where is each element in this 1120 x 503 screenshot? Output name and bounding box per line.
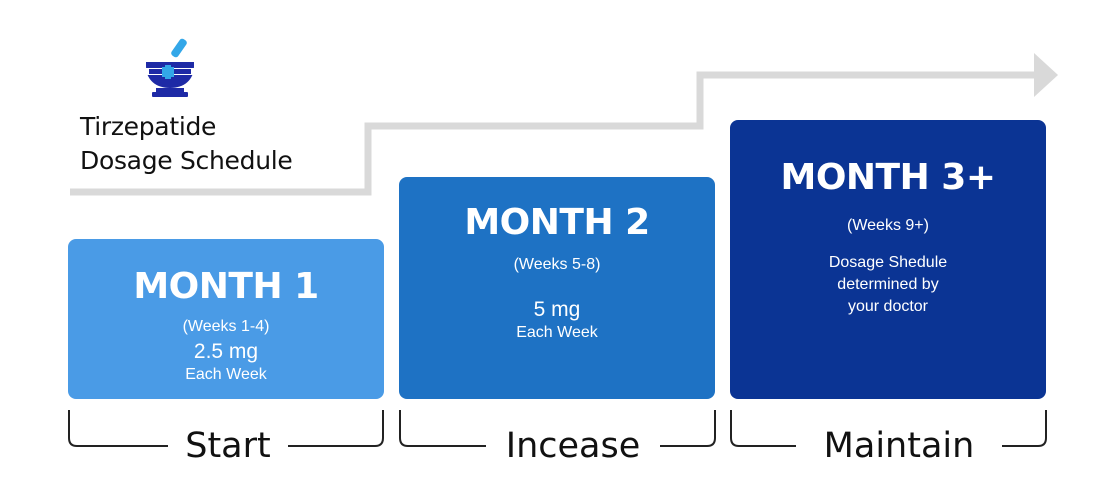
mortar-and-pestle-with-cross-icon: [146, 38, 194, 97]
title-line-2: Dosage Schedule: [80, 146, 293, 175]
phase-label-increase: Incease: [486, 424, 660, 468]
month-2-label: MONTH 2: [464, 202, 650, 243]
chart-title: Tirzepatide Dosage Schedule: [80, 110, 293, 178]
month-1-weeks: (Weeks 1-4): [182, 318, 270, 335]
month-3-note-line-2: determined by: [837, 276, 939, 293]
month-2-dose: 5 mg: [533, 298, 581, 321]
month-3-card: MONTH 3+ (Weeks 9+) Dosage Shedule deter…: [730, 120, 1046, 399]
month-3-label: MONTH 3+: [780, 157, 997, 198]
phase-label-start: Start: [168, 424, 288, 468]
title-line-1: Tirzepatide: [80, 112, 217, 141]
month-3-note-line-3: your doctor: [847, 298, 929, 315]
phase-label-maintain: Maintain: [796, 424, 1002, 468]
month-3-note-line-1: Dosage Shedule: [828, 254, 948, 271]
month-3-weeks: (Weeks 9+): [847, 217, 929, 234]
month-1-dose: 2.5 mg: [193, 340, 259, 363]
month-1-card: MONTH 1 (Weeks 1-4) 2.5 mg Each Week: [68, 239, 384, 399]
month-1-label: MONTH 1: [133, 266, 319, 307]
month-1-frequency: Each Week: [185, 366, 267, 383]
month-2-frequency: Each Week: [516, 324, 598, 341]
month-2-card: MONTH 2 (Weeks 5-8) 5 mg Each Week: [399, 177, 715, 399]
month-2-weeks: (Weeks 5-8): [513, 256, 601, 273]
